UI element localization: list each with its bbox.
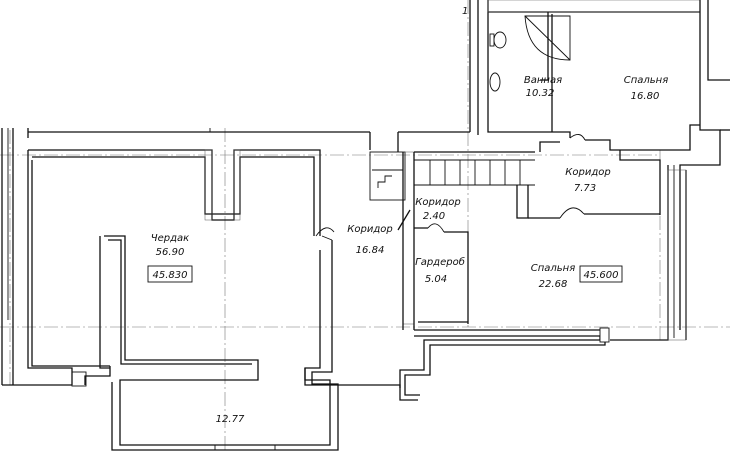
room-name: Ванная: [524, 75, 562, 86]
room-label-wardrobe: Гардероб 5.04: [415, 256, 465, 285]
bottom-stubs: [71, 371, 276, 450]
attic-walls: [27, 149, 339, 451]
stairs-left: [369, 131, 470, 201]
room-area: 2.40: [423, 211, 445, 222]
lower-steps: [304, 327, 610, 401]
room-label-attic: Чердак 56.90: [151, 233, 189, 258]
left-wall: [1, 128, 72, 386]
room-area: 12.77: [216, 414, 245, 425]
room-area: 16.84: [356, 245, 385, 256]
central-walls: [397, 0, 535, 330]
room-name: Спальня: [624, 75, 669, 86]
room-name: Коридор: [415, 197, 460, 208]
level-bedroom: 45.600: [579, 265, 623, 283]
stairs-right: [414, 159, 535, 186]
level-value: 45.830: [153, 270, 188, 281]
room-name: Гардероб: [415, 256, 465, 268]
toilet: [489, 31, 507, 49]
room-label-corridor-small: Коридор 2.40: [415, 197, 460, 222]
room-label-bedroom-large: Спальня 22.68: [531, 263, 576, 290]
room-area: 56.90: [156, 247, 185, 258]
room-area: 7.73: [574, 183, 596, 194]
level-value: 45.600: [584, 270, 619, 281]
upper-right-walls: [487, 0, 730, 330]
roof-line: [27, 128, 371, 150]
room-label-terrace: 12.77: [216, 414, 245, 425]
room-name: Спальня: [531, 263, 576, 274]
room-area: 16.80: [631, 91, 660, 102]
corner-mark: 1: [462, 6, 468, 17]
room-name: Чердак: [151, 233, 189, 244]
room-name: Коридор: [347, 224, 392, 235]
shower-tray: [524, 15, 571, 61]
right-wall: [610, 129, 730, 341]
room-label-bedroom-upper: Спальня 16.80: [624, 75, 669, 102]
room-label-corridor-main: Коридор 16.84: [347, 224, 392, 256]
level-attic: 45.830: [147, 265, 193, 283]
room-area: 5.04: [425, 274, 447, 285]
room-area: 22.68: [539, 279, 568, 290]
room-label-corridor-upper: Коридор 7.73: [565, 167, 610, 194]
room-area: 10.32: [526, 88, 555, 99]
room-name: Коридор: [565, 167, 610, 178]
room-label-bathroom: Ванная 10.32: [524, 75, 562, 99]
sink: [489, 72, 501, 92]
